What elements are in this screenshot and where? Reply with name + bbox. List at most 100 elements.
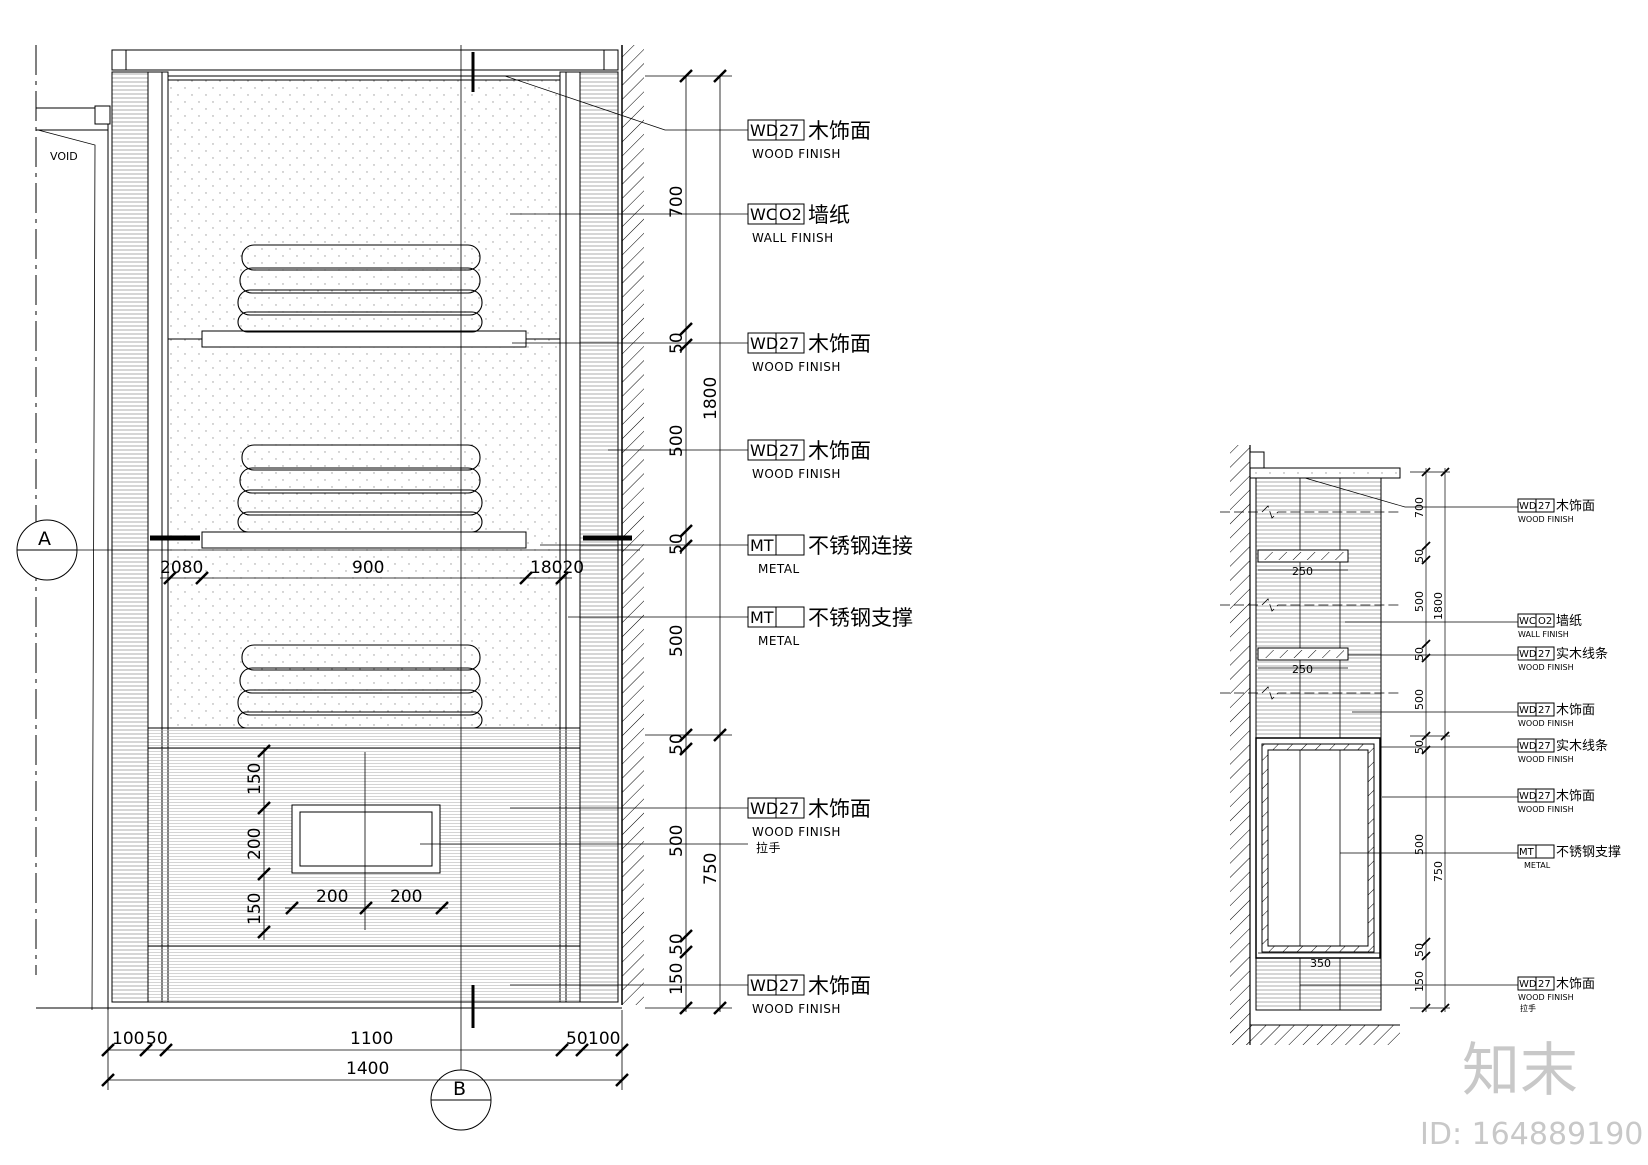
svg-text:27: 27 — [779, 441, 799, 460]
callout-6: MT 不锈钢支撑 METAL — [747, 606, 913, 648]
dim-rail-left: 2080 — [160, 558, 203, 578]
dim-bottom-1100: 1100 — [350, 1029, 393, 1049]
dim-rail-mid: 900 — [352, 558, 384, 578]
dim-drawer-v3: 150 — [245, 893, 265, 925]
svg-text:木饰面: 木饰面 — [1556, 789, 1595, 804]
watermark-id: ID: 164889190 — [1420, 1117, 1643, 1152]
watermark-logo: 知末 — [1462, 1036, 1578, 1104]
section-depth-3: 350 — [1310, 957, 1331, 970]
callout-5: MT 不锈钢连接 METAL — [747, 534, 913, 576]
svg-text:WD: WD — [1519, 501, 1537, 512]
svg-text:27: 27 — [779, 799, 799, 818]
svg-text:不锈钢支撑: 不锈钢支撑 — [1556, 845, 1621, 860]
section-callout-6: WD 27 木饰面 WOOD FINISH — [1517, 788, 1595, 814]
svg-text:WD: WD — [750, 799, 778, 818]
svg-text:WD: WD — [1519, 705, 1537, 716]
svg-text:WD: WD — [750, 121, 778, 140]
svg-text:木饰面: 木饰面 — [808, 974, 871, 998]
dim-bottom-total: 1400 — [346, 1059, 389, 1079]
callout-3: WD 27 木饰面 WOOD FINISH — [747, 332, 871, 374]
handle-label: 拉手 — [756, 840, 781, 855]
dim-rail-right: 18020 — [530, 558, 584, 578]
void-label: VOID — [50, 150, 78, 163]
watermark: 知末 ID: 164889190 — [1420, 1036, 1643, 1152]
svg-text:WOOD FINISH: WOOD FINISH — [752, 360, 841, 374]
svg-text:WOOD FINISH: WOOD FINISH — [1518, 993, 1574, 1002]
dim-overall-750: 750 — [701, 853, 721, 885]
svg-text:WD: WD — [1519, 649, 1537, 660]
svg-text:木饰面: 木饰面 — [1556, 499, 1595, 514]
svg-text:O2: O2 — [1538, 616, 1552, 627]
svg-text:O2: O2 — [779, 205, 802, 224]
dim-drawer-v1: 150 — [245, 763, 265, 795]
svg-text:木饰面: 木饰面 — [808, 119, 871, 143]
svg-text:27: 27 — [1538, 741, 1551, 752]
svg-text:木饰面: 木饰面 — [1556, 703, 1595, 718]
svg-text:木饰面: 木饰面 — [808, 332, 871, 356]
svg-text:27: 27 — [1538, 705, 1551, 716]
svg-text:MT: MT — [750, 536, 774, 555]
section-dim-700: 700 — [1413, 497, 1426, 518]
svg-text:WD: WD — [750, 334, 778, 353]
callout-4: WD 27 木饰面 WOOD FINISH — [747, 439, 871, 481]
side-section: 250 250 350 700 — [1220, 445, 1621, 1045]
main-elevation: VOID — [16, 45, 913, 1131]
svg-text:MT: MT — [1519, 847, 1535, 858]
dim-drawer-v2: 200 — [245, 828, 265, 860]
dim-bottom-100a: 100 — [112, 1029, 144, 1049]
dim-overall-1800: 1800 — [701, 377, 721, 420]
dim-bottom-50b: 50 — [566, 1029, 588, 1049]
svg-text:WALL FINISH: WALL FINISH — [752, 231, 834, 245]
folded-towels-icon — [237, 244, 483, 729]
svg-text:实木线条: 实木线条 — [1556, 738, 1608, 754]
svg-text:27: 27 — [779, 334, 799, 353]
svg-text:WD: WD — [1519, 979, 1537, 990]
svg-text:27: 27 — [779, 976, 799, 995]
svg-text:不锈钢支撑: 不锈钢支撑 — [808, 606, 913, 630]
svg-text:27: 27 — [1538, 649, 1551, 660]
svg-text:27: 27 — [1538, 979, 1551, 990]
section-dim-1800: 1800 — [1432, 592, 1445, 620]
dim-drawer-h1: 200 — [316, 887, 348, 907]
callout-7: WD 27 木饰面 WOOD FINISH 拉手 — [747, 797, 871, 855]
section-dim-50a: 50 — [1413, 549, 1426, 563]
dim-v-50c: 50 — [667, 733, 687, 755]
svg-text:WOOD FINISH: WOOD FINISH — [752, 467, 841, 481]
section-dim-150: 150 — [1413, 971, 1426, 992]
svg-text:WOOD FINISH: WOOD FINISH — [1518, 663, 1574, 672]
section-depth-2: 250 — [1292, 663, 1313, 676]
svg-text:27: 27 — [1538, 501, 1551, 512]
dim-drawer-h2: 200 — [390, 887, 422, 907]
svg-text:实木线条: 实木线条 — [1556, 646, 1608, 662]
dim-v-50b: 50 — [667, 533, 687, 555]
section-callout-2: WC O2 墙纸 WALL FINISH — [1517, 613, 1582, 639]
section-callout-8: WD 27 木饰面 WOOD FINISH 拉手 — [1517, 976, 1595, 1013]
svg-text:不锈钢连接: 不锈钢连接 — [808, 534, 913, 558]
callout-8: WD 27 木饰面 WOOD FINISH — [747, 974, 871, 1016]
section-callout-1: WD 27 木饰面 WOOD FINISH — [1517, 498, 1595, 524]
svg-text:METAL: METAL — [758, 634, 800, 648]
dim-v-500b: 500 — [667, 625, 687, 657]
section-handle-label: 拉手 — [1520, 1003, 1536, 1013]
section-mark-a: A — [38, 528, 51, 550]
svg-text:WOOD FINISH: WOOD FINISH — [752, 825, 841, 839]
section-callout-7: MT 不锈钢支撑 METAL — [1517, 844, 1621, 870]
dim-v-50a: 50 — [667, 332, 687, 354]
svg-text:METAL: METAL — [1524, 861, 1551, 870]
svg-text:WD: WD — [1519, 741, 1537, 752]
svg-text:MT: MT — [750, 608, 774, 627]
dim-v-700: 700 — [667, 186, 687, 218]
svg-text:27: 27 — [779, 121, 799, 140]
section-callout-3: WD 27 实木线条 WOOD FINISH — [1517, 646, 1608, 672]
svg-text:墙纸: 墙纸 — [1556, 614, 1582, 629]
section-mark-b: B — [453, 1078, 466, 1100]
section-dim-750: 750 — [1432, 861, 1445, 882]
section-dim-50b: 50 — [1413, 647, 1426, 661]
section-dim-500b: 500 — [1413, 689, 1426, 710]
section-dim-50d: 50 — [1413, 943, 1426, 957]
svg-text:木饰面: 木饰面 — [808, 439, 871, 463]
callout-1: WD 27 木饰面 WOOD FINISH — [747, 119, 871, 161]
svg-text:WALL FINISH: WALL FINISH — [1518, 630, 1569, 639]
svg-text:WC: WC — [750, 205, 777, 224]
section-callout-4: WD 27 木饰面 WOOD FINISH — [1517, 702, 1595, 728]
